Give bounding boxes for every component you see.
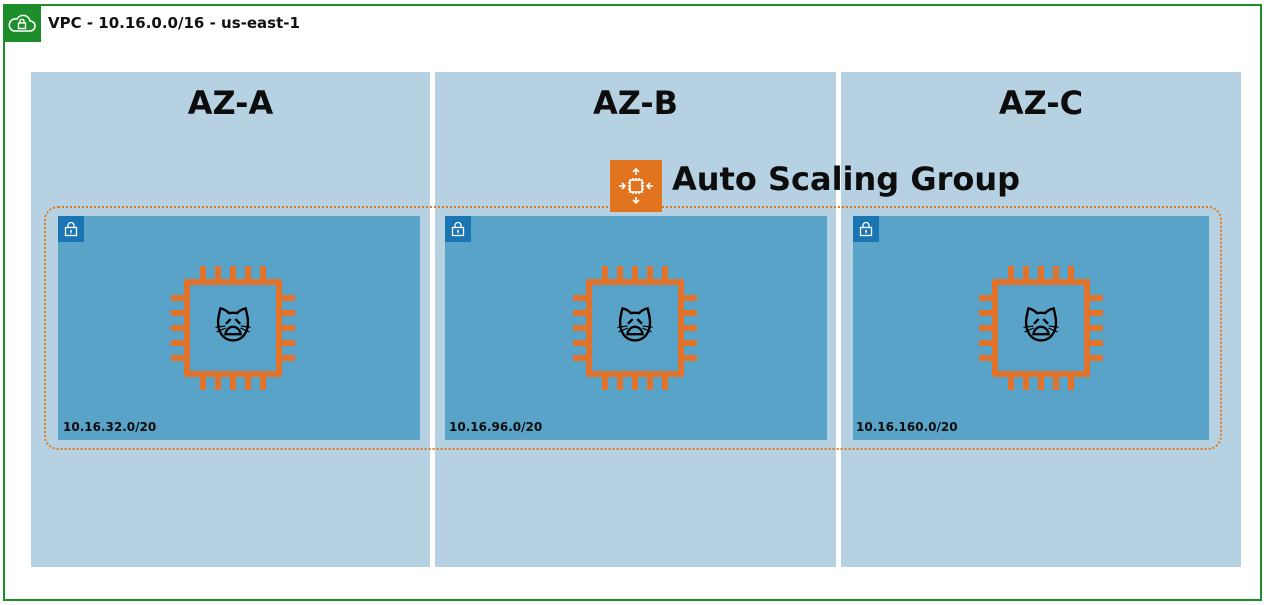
auto-scaling-group-boundary [44,206,1222,450]
auto-scaling-group-title: Auto Scaling Group [672,160,1021,198]
subnet-cidr-b: 10.16.96.0/20 [449,420,543,434]
ec2-instance-chip-icon [573,266,697,390]
cat-instance-icon: 🙀 [1022,307,1060,348]
subnet-cidr-c: 10.16.160.0/20 [856,420,958,434]
subnet-b [445,216,827,440]
ec2-instance-chip-icon [979,266,1103,390]
subnet-lock-icon [445,216,471,242]
vpc-cloud-lock-icon [3,4,41,42]
az-label-c: AZ-C [998,84,1084,122]
subnet-lock-icon [853,216,879,242]
az-label-b: AZ-B [592,84,679,122]
subnet-cidr-a: 10.16.32.0/20 [63,420,157,434]
subnet-c [853,216,1209,440]
subnet-a [58,216,420,440]
cat-instance-icon: 🙀 [616,307,654,348]
subnet-lock-icon [58,216,84,242]
az-label-a: AZ-A [187,84,274,122]
cat-instance-icon: 🙀 [214,307,252,348]
auto-scaling-icon [610,160,662,212]
ec2-instance-chip-icon [171,266,295,390]
vpc-title: VPC - 10.16.0.0/16 - us-east-1 [48,14,300,32]
